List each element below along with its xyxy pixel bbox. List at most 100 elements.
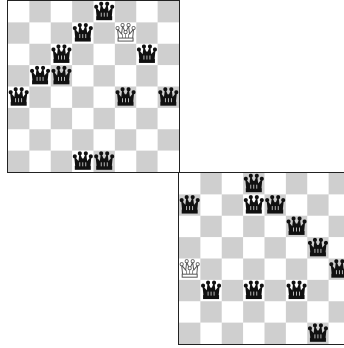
square-top-r3-f7[interactable] (158, 65, 179, 87)
square-bottom-r0-f2[interactable] (222, 173, 244, 195)
square-top-r0-f5[interactable] (115, 1, 137, 23)
square-bottom-r3-f1[interactable] (200, 237, 222, 259)
square-bottom-r6-f6[interactable] (307, 301, 329, 323)
square-bottom-r5-f6[interactable] (307, 280, 329, 302)
square-top-r6-f5[interactable] (115, 129, 137, 151)
square-top-r6-f2[interactable] (51, 129, 73, 151)
square-bottom-r7-f0[interactable] (179, 323, 201, 344)
square-bottom-r0-f6[interactable] (307, 173, 329, 195)
square-bottom-r2-f3[interactable] (243, 216, 265, 238)
square-top-r7-f1[interactable] (29, 151, 51, 172)
square-bottom-r0-f7[interactable] (329, 173, 344, 195)
square-top-r3-f4[interactable] (94, 65, 116, 87)
square-top-r2-f1[interactable] (29, 44, 51, 66)
square-top-r6-f3[interactable] (72, 129, 94, 151)
square-top-r6-f0[interactable] (8, 129, 30, 151)
square-bottom-r2-f4[interactable] (265, 216, 287, 238)
square-bottom-r6-f4[interactable] (265, 301, 287, 323)
square-bottom-r6-f3[interactable] (243, 301, 265, 323)
square-bottom-r5-f4[interactable] (265, 280, 287, 302)
square-top-r1-f2[interactable] (51, 22, 73, 44)
square-bottom-r2-f6[interactable] (307, 216, 329, 238)
square-top-r5-f6[interactable] (136, 108, 158, 130)
square-top-r5-f2[interactable] (51, 108, 73, 130)
square-bottom-r7-f5[interactable] (286, 323, 308, 344)
square-top-r4-f6[interactable] (136, 87, 158, 109)
square-bottom-r3-f2[interactable] (222, 237, 244, 259)
square-top-r5-f4[interactable] (94, 108, 116, 130)
square-top-r7-f7[interactable] (158, 151, 179, 172)
square-bottom-r4-f4[interactable] (265, 259, 287, 281)
square-top-r2-f4[interactable] (94, 44, 116, 66)
square-top-r5-f0[interactable] (8, 108, 30, 130)
square-bottom-r4-f1[interactable] (200, 259, 222, 281)
square-top-r0-f6[interactable] (136, 1, 158, 23)
square-bottom-r4-f5[interactable] (286, 259, 308, 281)
square-top-r0-f2[interactable] (51, 1, 73, 23)
square-bottom-r4-f2[interactable] (222, 259, 244, 281)
square-top-r4-f4[interactable] (94, 87, 116, 109)
square-top-r1-f1[interactable] (29, 22, 51, 44)
square-top-r5-f3[interactable] (72, 108, 94, 130)
square-top-r0-f7[interactable] (158, 1, 179, 23)
square-bottom-r3-f3[interactable] (243, 237, 265, 259)
square-top-r3-f3[interactable] (72, 65, 94, 87)
square-bottom-r2-f7[interactable] (329, 216, 344, 238)
square-top-r5-f1[interactable] (29, 108, 51, 130)
square-bottom-r4-f3[interactable] (243, 259, 265, 281)
square-bottom-r6-f5[interactable] (286, 301, 308, 323)
square-bottom-r6-f1[interactable] (200, 301, 222, 323)
square-top-r0-f0[interactable] (8, 1, 30, 23)
square-bottom-r6-f7[interactable] (329, 301, 344, 323)
square-bottom-r0-f0[interactable] (179, 173, 201, 195)
square-top-r4-f2[interactable] (51, 87, 73, 109)
square-bottom-r3-f0[interactable] (179, 237, 201, 259)
square-top-r5-f5[interactable] (115, 108, 137, 130)
square-bottom-r5-f7[interactable] (329, 280, 344, 302)
square-top-r4-f1[interactable] (29, 87, 51, 109)
square-top-r2-f0[interactable] (8, 44, 30, 66)
square-top-r6-f1[interactable] (29, 129, 51, 151)
square-bottom-r2-f0[interactable] (179, 216, 201, 238)
square-top-r3-f6[interactable] (136, 65, 158, 87)
square-bottom-r1-f7[interactable] (329, 194, 344, 216)
square-bottom-r1-f1[interactable] (200, 194, 222, 216)
square-bottom-r3-f7[interactable] (329, 237, 344, 259)
square-top-r2-f3[interactable] (72, 44, 94, 66)
square-top-r0-f1[interactable] (29, 1, 51, 23)
square-bottom-r7-f2[interactable] (222, 323, 244, 344)
square-bottom-r3-f4[interactable] (265, 237, 287, 259)
square-bottom-r0-f5[interactable] (286, 173, 308, 195)
square-bottom-r6-f2[interactable] (222, 301, 244, 323)
square-bottom-r0-f4[interactable] (265, 173, 287, 195)
square-bottom-r7-f1[interactable] (200, 323, 222, 344)
square-top-r7-f6[interactable] (136, 151, 158, 172)
square-bottom-r0-f1[interactable] (200, 173, 222, 195)
square-top-r2-f5[interactable] (115, 44, 137, 66)
square-bottom-r4-f6[interactable] (307, 259, 329, 281)
square-top-r1-f6[interactable] (136, 22, 158, 44)
square-top-r5-f7[interactable] (158, 108, 179, 130)
square-bottom-r2-f1[interactable] (200, 216, 222, 238)
square-top-r6-f4[interactable] (94, 129, 116, 151)
square-top-r3-f0[interactable] (8, 65, 30, 87)
square-top-r1-f0[interactable] (8, 22, 30, 44)
square-bottom-r7-f7[interactable] (329, 323, 344, 344)
square-bottom-r2-f2[interactable] (222, 216, 244, 238)
square-bottom-r6-f0[interactable] (179, 301, 201, 323)
square-top-r0-f3[interactable] (72, 1, 94, 23)
square-top-r6-f6[interactable] (136, 129, 158, 151)
square-top-r7-f0[interactable] (8, 151, 30, 172)
square-top-r1-f4[interactable] (94, 22, 116, 44)
square-bottom-r1-f5[interactable] (286, 194, 308, 216)
square-top-r7-f2[interactable] (51, 151, 73, 172)
square-bottom-r3-f5[interactable] (286, 237, 308, 259)
square-bottom-r5-f0[interactable] (179, 280, 201, 302)
square-top-r2-f7[interactable] (158, 44, 179, 66)
square-bottom-r7-f3[interactable] (243, 323, 265, 344)
square-bottom-r1-f6[interactable] (307, 194, 329, 216)
square-bottom-r5-f2[interactable] (222, 280, 244, 302)
square-bottom-r7-f4[interactable] (265, 323, 287, 344)
square-top-r3-f5[interactable] (115, 65, 137, 87)
square-top-r1-f7[interactable] (158, 22, 179, 44)
